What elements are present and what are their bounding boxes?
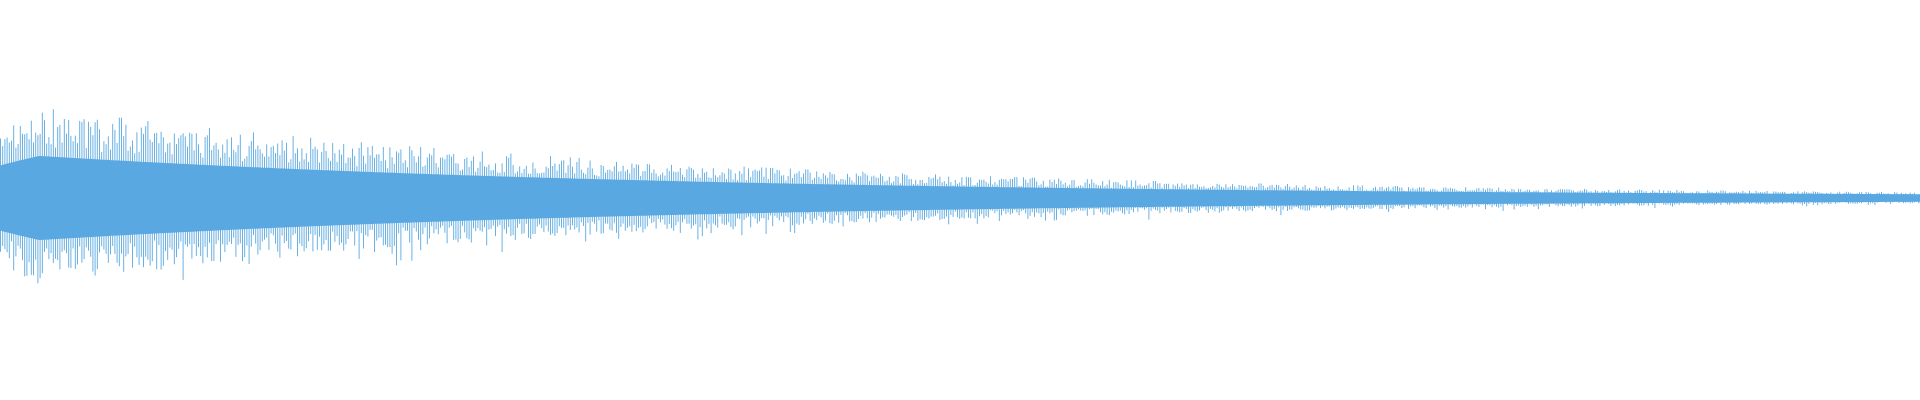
waveform-peaks xyxy=(0,109,1920,284)
